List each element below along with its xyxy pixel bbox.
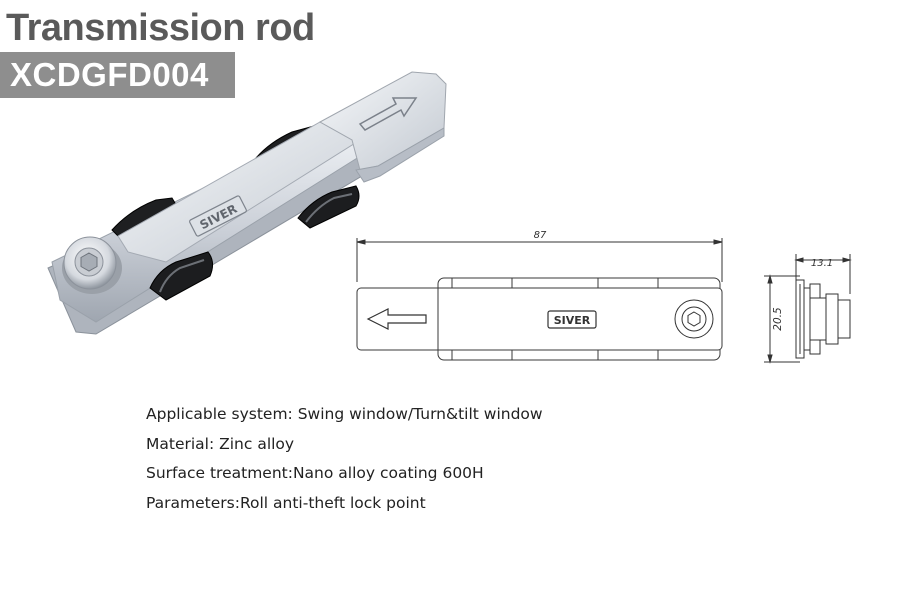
side-profile bbox=[795, 279, 851, 359]
dim-arrowhead bbox=[713, 239, 723, 245]
spec-surface-treatment: Surface treatment:Nano alloy coating 600… bbox=[146, 464, 484, 482]
dim-arrowhead bbox=[767, 354, 773, 364]
dim-arrowhead bbox=[767, 274, 773, 284]
dimension-height-label: 20.5 bbox=[772, 307, 784, 331]
front-view-drawing: 87 SIVER bbox=[356, 230, 723, 361]
product-code: XCDGFD004 bbox=[10, 56, 209, 93]
roller-bolt bbox=[62, 236, 122, 294]
product-code-badge: XCDGFD004 bbox=[0, 52, 235, 98]
dimension-length-label: 87 bbox=[534, 230, 547, 241]
pad-highlight bbox=[159, 259, 205, 293]
arrow-left-icon bbox=[366, 308, 427, 330]
arrow-right-icon bbox=[358, 97, 418, 131]
dim-arrowhead bbox=[356, 239, 366, 245]
brand-label: SIVER bbox=[547, 310, 597, 329]
roller-outline bbox=[674, 299, 714, 339]
product-photo: SIVER bbox=[47, 71, 447, 335]
spec-material: Material: Zinc alloy bbox=[146, 434, 295, 453]
svg-text:SIVER: SIVER bbox=[554, 314, 591, 327]
spec-parameters: Parameters:Roll anti-theft lock point bbox=[146, 493, 426, 512]
tongue-edge bbox=[355, 127, 445, 183]
page-title: Transmission rod bbox=[6, 7, 315, 49]
pad-front-left bbox=[149, 251, 214, 301]
dimension-depth-label: 13.1 bbox=[811, 258, 833, 269]
side-view-drawing: 13.1 20.5 bbox=[764, 254, 852, 364]
hex-socket-icon bbox=[687, 311, 701, 327]
dim-arrowhead bbox=[794, 257, 804, 263]
main-bar-outline bbox=[356, 287, 723, 351]
hex-socket-icon bbox=[80, 252, 98, 272]
spec-applicable-system: Applicable system: Swing window/Turn&til… bbox=[146, 405, 543, 423]
pad-highlight bbox=[305, 193, 353, 223]
spec-list: Applicable system: Swing window/Turn&til… bbox=[146, 400, 543, 518]
dim-arrowhead bbox=[842, 257, 852, 263]
